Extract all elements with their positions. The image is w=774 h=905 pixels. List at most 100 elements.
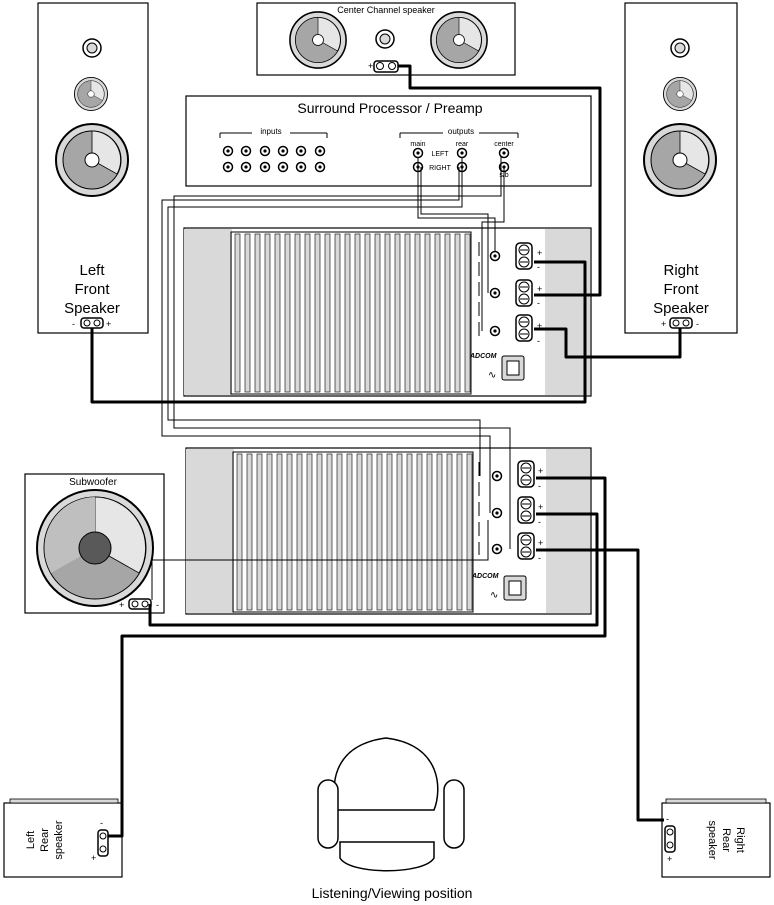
right-tweeter-icon (670, 38, 690, 58)
left-front-line1: Left (79, 262, 105, 279)
svg-text:-: - (537, 262, 540, 272)
svg-text:+: + (537, 284, 542, 294)
heatsink-fin (406, 453, 413, 611)
right-midrange-icon (662, 76, 698, 112)
left-rear-line3: speaker (53, 820, 65, 859)
center-out-label: center (494, 141, 514, 148)
heatsink-fin (456, 453, 463, 611)
center-channel-speaker: Center Channel speaker + - (256, 2, 516, 76)
svg-text:+: + (667, 854, 672, 864)
center-speaker-terminal: + - (368, 60, 405, 73)
inputs-label: inputs (260, 127, 281, 136)
right-front-speaker: Right Front Speaker + - (624, 2, 738, 334)
heatsink-fin (416, 453, 423, 611)
heatsink-fin (434, 233, 441, 393)
heatsink-fin (466, 453, 473, 611)
heatsink-fin (414, 233, 421, 393)
left-front-terminal: - + (72, 317, 111, 329)
left-out-label: LEFT (431, 151, 449, 158)
svg-text:-: - (537, 298, 540, 308)
subwoofer-driver-icon (36, 489, 154, 607)
left-rear-terminal: - + (91, 818, 109, 863)
heatsink-fin (344, 233, 351, 393)
heatsink-fin (396, 453, 403, 611)
heatsink-fin (306, 453, 313, 611)
right-front-plus: + (661, 319, 666, 329)
terminal-polarity-labels: +- +- +- +- +- +- (537, 248, 543, 563)
heatsink-fin (404, 233, 411, 393)
svg-text:-: - (538, 553, 541, 563)
amp-bottom-terminals (517, 460, 535, 560)
amp-top-terminals (515, 242, 533, 342)
left-rear-line1: Left (25, 831, 37, 849)
heatsink-fin (296, 453, 303, 611)
right-rear-terminal: - + (664, 814, 676, 864)
heatsink-fin (446, 453, 453, 611)
heatsink-fin (426, 453, 433, 611)
preamp-title: Surround Processor / Preamp (297, 100, 482, 116)
amp-top-power-inlet: ∿ (488, 355, 525, 381)
heatsink-fin (304, 233, 311, 393)
heatsink-fin (234, 233, 241, 393)
svg-text:+: + (537, 321, 542, 331)
center-tweeter-icon (375, 29, 395, 49)
amp-top-heatsink (234, 233, 471, 393)
right-front-terminal: + - (661, 317, 699, 329)
subwoofer: Subwoofer + - (24, 473, 165, 614)
amp-top-inputs (478, 242, 501, 340)
svg-text:-: - (537, 336, 540, 346)
amp-bottom-inputs (478, 462, 503, 555)
heatsink-fin (444, 233, 451, 393)
heatsink-fin (366, 453, 373, 611)
heatsink-fin (374, 233, 381, 393)
left-front-plus: + (106, 319, 111, 329)
heatsink-fin (336, 453, 343, 611)
amp-top-brand: ADCOM (469, 353, 497, 360)
heatsink-fin (454, 233, 461, 393)
left-front-line2: Front (74, 281, 110, 298)
heatsink-fin (316, 453, 323, 611)
heatsink-fin (274, 233, 281, 393)
heatsink-fin (436, 453, 443, 611)
svg-text:+: + (538, 538, 543, 548)
heatsink-fin (384, 233, 391, 393)
heatsink-fin (294, 233, 301, 393)
svg-text:∿: ∿ (490, 590, 498, 601)
heatsink-fin (244, 233, 251, 393)
right-front-line2: Front (663, 281, 699, 298)
svg-text:-: - (666, 814, 669, 824)
left-rear-speaker: Left Rear speaker - + (3, 798, 123, 878)
heatsink-fin (346, 453, 353, 611)
svg-text:+: + (537, 248, 542, 258)
amplifier-top: ADCOM ∿ (183, 227, 592, 397)
center-left-woofer-icon (289, 11, 347, 69)
right-front-minus: - (696, 319, 699, 329)
outputs-label: outputs (448, 127, 474, 136)
heatsink-fin (264, 233, 271, 393)
svg-text:+: + (91, 853, 96, 863)
right-rear-line3: speaker (706, 820, 718, 859)
svg-text:+: + (119, 600, 124, 610)
svg-text:-: - (156, 600, 159, 610)
surround-processor: Surround Processor / Preamp inputs outpu… (185, 95, 592, 187)
right-out-label: RIGHT (429, 165, 452, 172)
speaker-wires (90, 64, 682, 838)
heatsink-fin (254, 233, 261, 393)
heatsink-fin (314, 233, 321, 393)
amplifier-bottom: ADCOM ∿ (185, 447, 592, 615)
right-rear-speaker: Right Rear speaker - + (661, 798, 771, 878)
left-rear-line2: Rear (39, 828, 51, 852)
heatsink-fin (394, 233, 401, 393)
heatsink-fin (266, 453, 273, 611)
left-midrange-icon (73, 76, 109, 112)
svg-text:+: + (538, 502, 543, 512)
svg-text:-: - (538, 481, 541, 491)
heatsink-fin (286, 453, 293, 611)
amp-bottom-brand: ADCOM (471, 573, 499, 580)
amp-bottom-power-inlet: ∿ (490, 575, 527, 601)
svg-text:-: - (100, 818, 103, 828)
heatsink-fin (256, 453, 263, 611)
heatsink-fin (324, 233, 331, 393)
left-front-speaker: Left Front Speaker - + (37, 2, 149, 334)
left-tweeter-icon (82, 38, 102, 58)
